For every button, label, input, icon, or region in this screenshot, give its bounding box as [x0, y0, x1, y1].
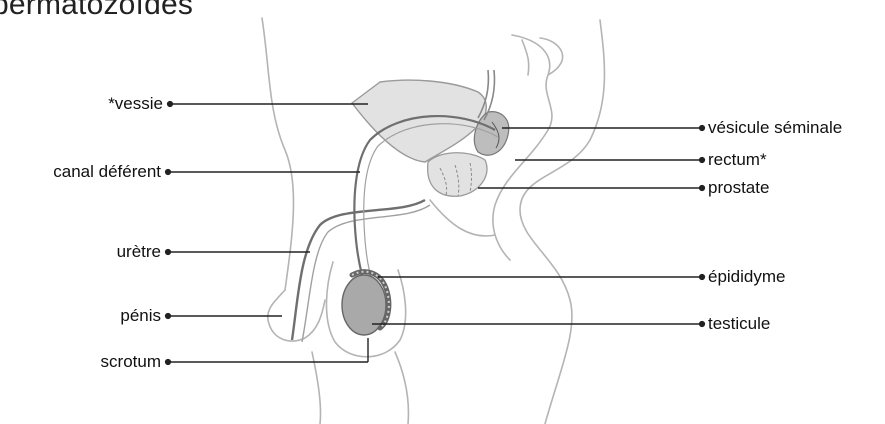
label-prostate: prostate — [708, 178, 769, 198]
label-penis: pénis — [120, 306, 161, 326]
label-vessie: *vessie — [108, 94, 163, 114]
label-testicule: testicule — [708, 314, 770, 334]
label-vesicule-seminale: vésicule séminale — [708, 118, 842, 138]
body-outline — [262, 18, 604, 424]
left-leaders — [166, 102, 368, 365]
prostate-shape — [428, 153, 487, 197]
label-rectum: rectum* — [708, 150, 767, 170]
label-canal-deferent: canal déférent — [53, 162, 161, 182]
label-epididyme: épididyme — [708, 267, 786, 287]
bladder-shape — [352, 80, 486, 162]
label-scrotum: scrotum — [101, 352, 161, 372]
label-uretre: urètre — [117, 242, 161, 262]
